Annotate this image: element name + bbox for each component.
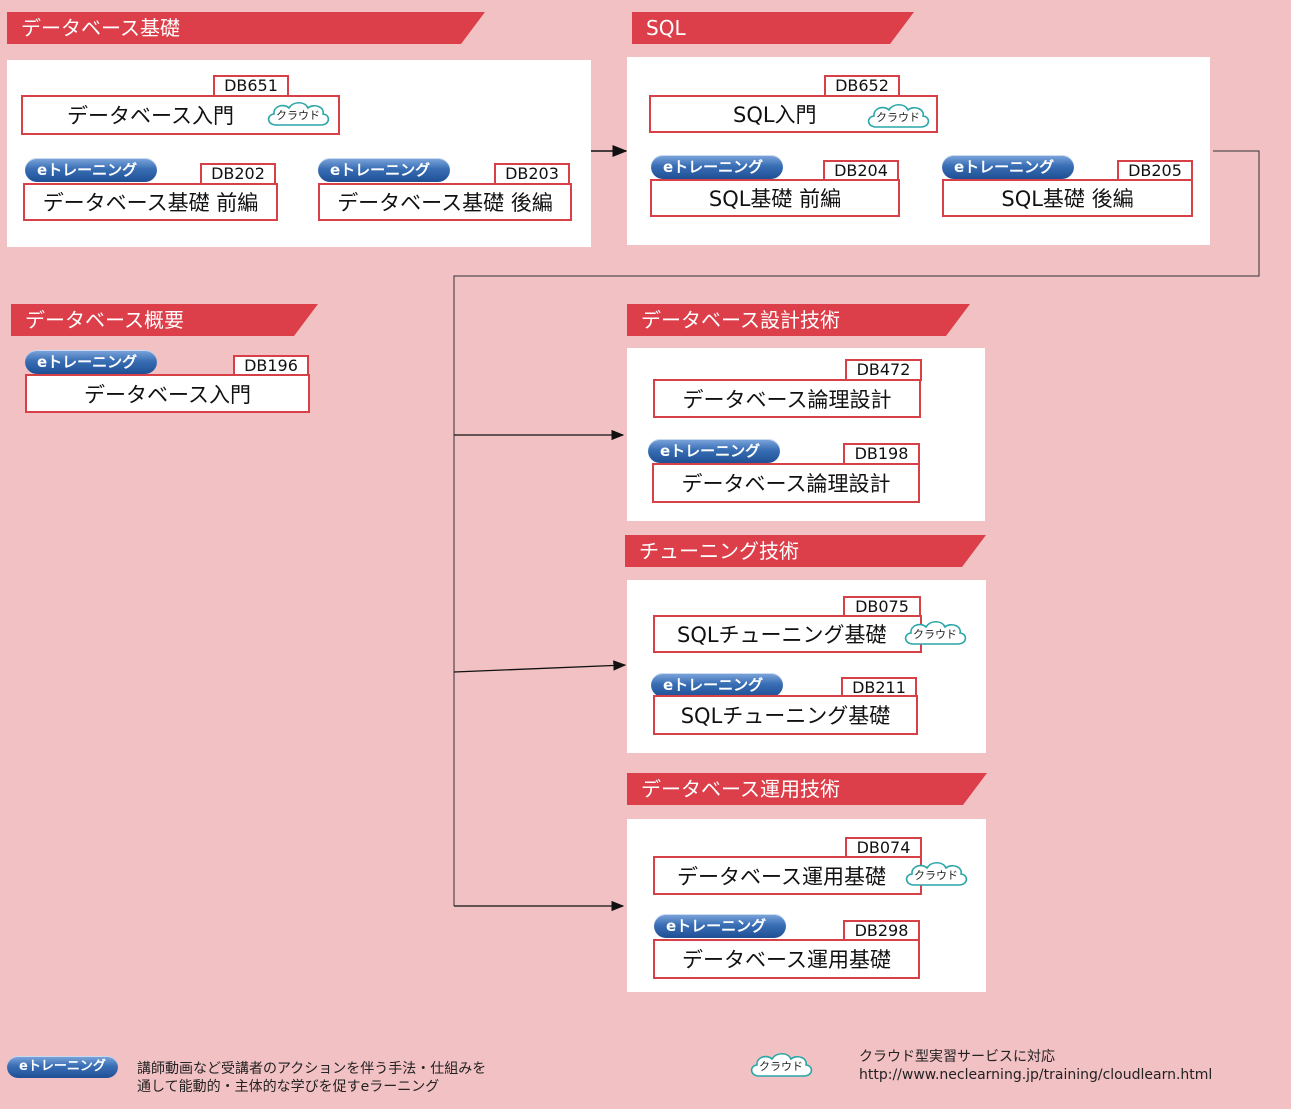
course-name: データベース論理設計 [682,387,892,412]
course-db203[interactable]: データベース基礎 後編 [318,183,572,221]
course-db211[interactable]: SQLチューニング基礎 [653,695,918,735]
cloud-label: クラウド [913,628,957,641]
course-db204[interactable]: SQL基礎 前編 [650,179,900,217]
course-name: データベース基礎 前編 [42,191,259,215]
legend-cloud-line1: クラウド型実習サービスに対応 [859,1049,1055,1065]
cloud-icon: クラウド [900,858,972,892]
etraining-badge: eトレーニング [654,914,786,938]
legend-etraining-description: 講師動画など受講者のアクションを伴う手法・仕組みを 通して能動的・主体的な学びを… [137,1060,486,1096]
etraining-badge: eトレーニング [651,155,783,179]
legend-cloud-icon: クラウド [745,1049,817,1083]
etraining-badge: eトレーニング [25,350,157,374]
course-db202[interactable]: データベース基礎 前編 [23,183,278,221]
legend-cloud-description: クラウド型実習サービスに対応 http://www.neclearning.jp… [859,1048,1212,1084]
course-code-db074: DB074 [845,837,922,859]
course-code-db202: DB202 [200,163,276,185]
course-name: SQLチューニング基礎 [677,623,887,647]
course-code-db211: DB211 [841,677,917,699]
legend-etraining-line1: 講師動画など受講者のアクションを伴う手法・仕組みを [137,1061,487,1077]
cloud-label: クラウド [914,869,958,882]
course-code-db203: DB203 [494,163,570,185]
cloud-icon: クラウド [862,100,934,134]
etraining-badge: eトレーニング [318,158,450,182]
course-code-db198: DB198 [843,443,920,465]
course-code-db075: DB075 [843,596,921,618]
cloud-label: クラウド [876,111,920,124]
course-name: データベース論理設計 [681,472,891,496]
course-name: SQL基礎 後編 [1001,187,1134,211]
course-name: SQLチューニング基礎 [680,704,891,728]
course-db298[interactable]: データベース運用基礎 [653,939,920,979]
course-code-db298: DB298 [843,920,920,942]
legend-etraining-line2: 通して能動的・主体的な学びを促すeラーニング [137,1079,440,1095]
course-name: データベース基礎 後編 [337,191,553,215]
course-name: SQL入門 [733,103,817,127]
course-db196[interactable]: データベース入門 [25,374,310,413]
course-db205[interactable]: SQL基礎 後編 [942,179,1193,217]
etraining-badge: eトレーニング [651,673,783,697]
course-name: データベース入門 [84,382,251,407]
course-name: データベース運用基礎 [682,948,891,972]
course-db472[interactable]: データベース論理設計 [653,379,921,418]
legend-etraining-badge: eトレーニング [7,1056,118,1078]
etraining-badge: eトレーニング [25,158,157,182]
course-code-db472: DB472 [845,359,922,381]
course-db075[interactable]: SQLチューニング基礎 [653,615,922,653]
section-title-db-ops: データベース運用技術 [627,773,987,805]
course-db074[interactable]: データベース運用基礎 [653,856,922,895]
section-title-db-basics: データベース基礎 [7,12,485,44]
section-title-tuning: チューニング技術 [625,535,986,567]
course-db198[interactable]: データベース論理設計 [652,463,920,503]
etraining-badge: eトレーニング [942,155,1074,179]
section-title-db-overview: データベース概要 [11,304,318,336]
course-code-db652: DB652 [824,75,900,97]
course-name: データベース入門 [67,104,234,128]
cloud-icon: クラウド [262,98,334,132]
cloud-label: クラウド [276,109,320,122]
cloud-label: クラウド [759,1060,803,1073]
section-title-sql: SQL [632,12,914,44]
course-name: SQL基礎 前編 [708,187,842,211]
connector-sql-to-advanced [453,150,1260,906]
course-code-db651: DB651 [213,75,289,97]
arrow-to-tuning [453,660,627,673]
legend-cloud-url[interactable]: http://www.neclearning.jp/training/cloud… [859,1067,1213,1083]
section-title-db-design: データベース設計技術 [627,304,970,336]
course-name: データベース運用基礎 [677,864,886,889]
etraining-badge: eトレーニング [648,439,780,463]
cloud-icon: クラウド [899,617,971,651]
